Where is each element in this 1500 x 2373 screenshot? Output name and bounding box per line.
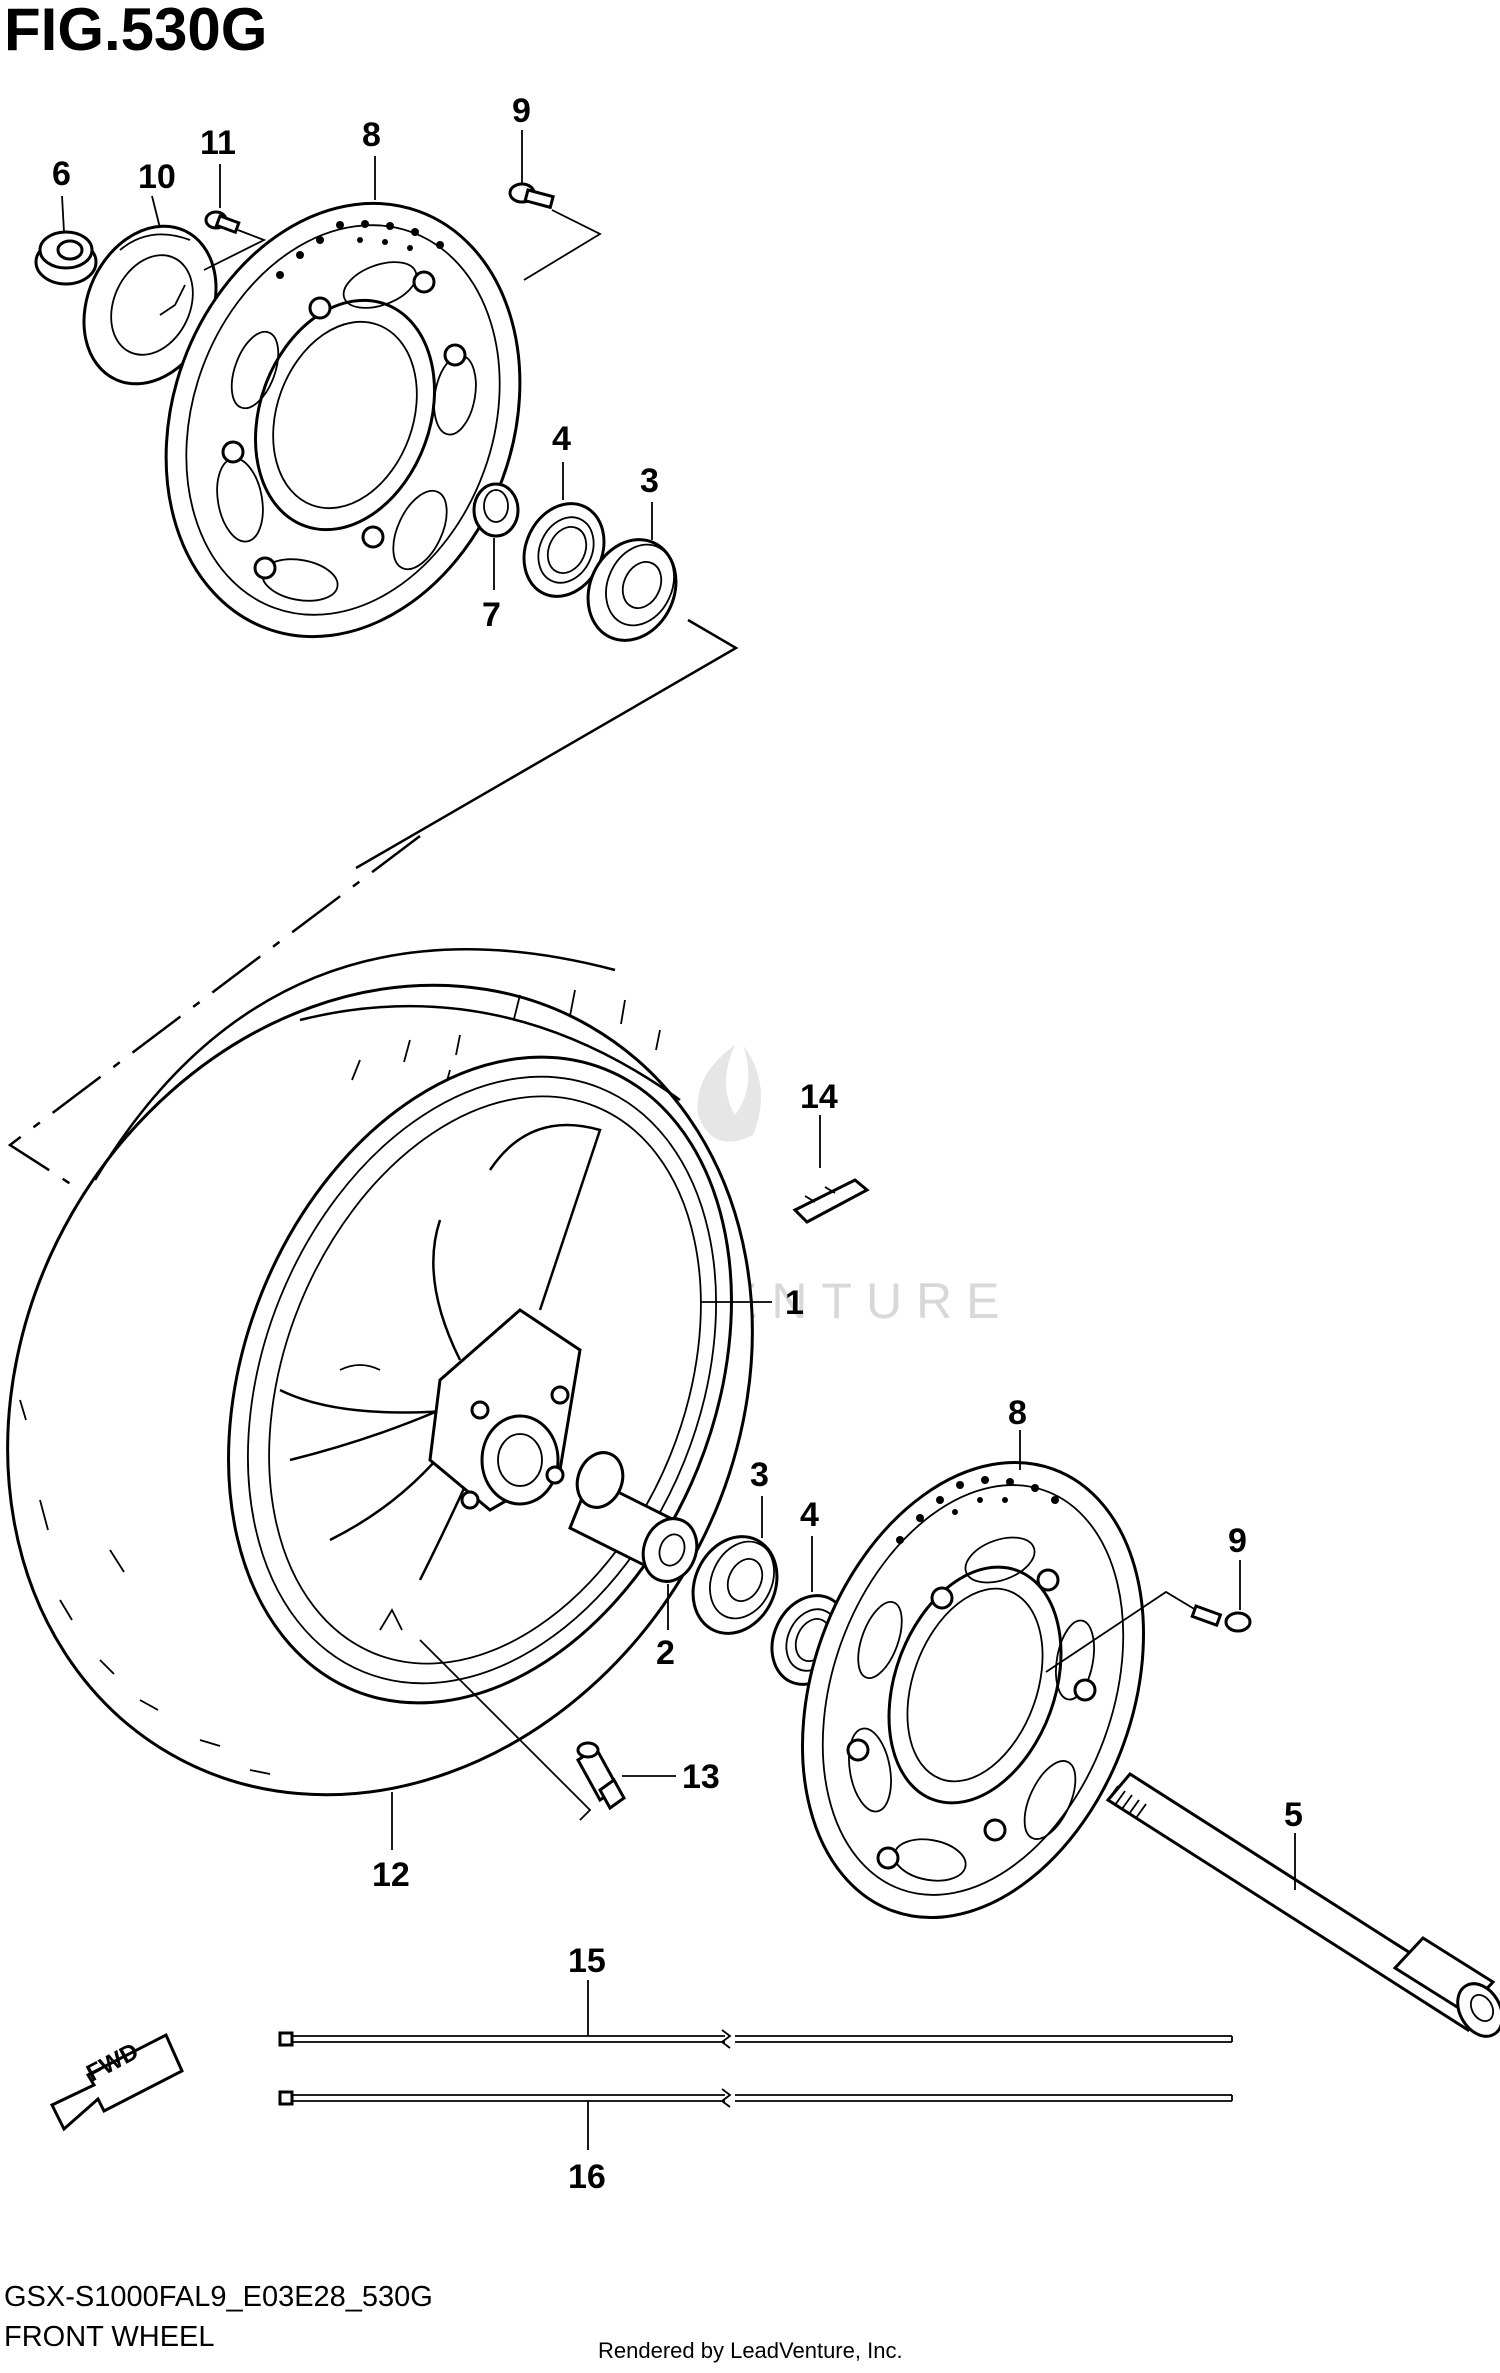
callout-1: 1 — [785, 1284, 804, 1322]
callout-8-lower: 8 — [1008, 1394, 1027, 1432]
section-name: FRONT WHEEL — [4, 2321, 215, 2353]
part-16-cable-tie — [278, 2088, 1233, 2108]
callout-6: 6 — [52, 155, 71, 193]
figure-title: FIG.530G — [4, 0, 267, 63]
part-5-front-axle — [1105, 1772, 1500, 2038]
part-3-bearing-upper — [586, 538, 678, 642]
callout-4-lower: 4 — [800, 1496, 819, 1534]
part-2-axle-spacer — [568, 1451, 699, 1583]
callout-14: 14 — [800, 1078, 838, 1116]
callout-12: 12 — [372, 1856, 410, 1894]
part-9-bolt-lower — [1190, 1604, 1252, 1633]
part-15-cable-tie — [278, 2029, 1233, 2049]
callout-11: 11 — [200, 124, 236, 162]
part-8-brake-disc-lower — [801, 1460, 1145, 1920]
callout-3-lower: 3 — [750, 1456, 769, 1494]
callout-10: 10 — [138, 158, 176, 196]
callout-8-upper: 8 — [362, 116, 381, 154]
part-7-spacer — [472, 482, 520, 538]
callout-2: 2 — [656, 1634, 675, 1672]
callout-5: 5 — [1284, 1796, 1303, 1834]
part-11-bolt — [204, 210, 241, 235]
fwd-arrow-icon: FWD — [49, 2032, 184, 2132]
part-8-brake-disc-upper — [164, 201, 522, 639]
callout-9-lower: 9 — [1228, 1522, 1247, 1560]
callout-9-upper: 9 — [512, 92, 531, 130]
callout-7: 7 — [482, 596, 501, 634]
part-9-bolt-upper — [508, 182, 555, 210]
callout-13: 13 — [682, 1758, 720, 1796]
render-credit: Rendered by LeadVenture, Inc. — [598, 2338, 903, 2363]
callout-15: 15 — [568, 1942, 606, 1980]
part-3-bearing-lower — [691, 1535, 779, 1635]
callout-4-upper: 4 — [552, 420, 571, 458]
callout-16: 16 — [568, 2158, 606, 2196]
model-code: GSX-S1000FAL9_E03E28_530G — [4, 2281, 433, 2313]
callout-3-upper: 3 — [640, 462, 659, 500]
part-10-sensor-rotor — [82, 224, 218, 386]
part-14-balance-weight — [792, 1178, 870, 1224]
part-13-air-valve — [576, 1741, 626, 1811]
part-6-nut — [34, 230, 98, 286]
